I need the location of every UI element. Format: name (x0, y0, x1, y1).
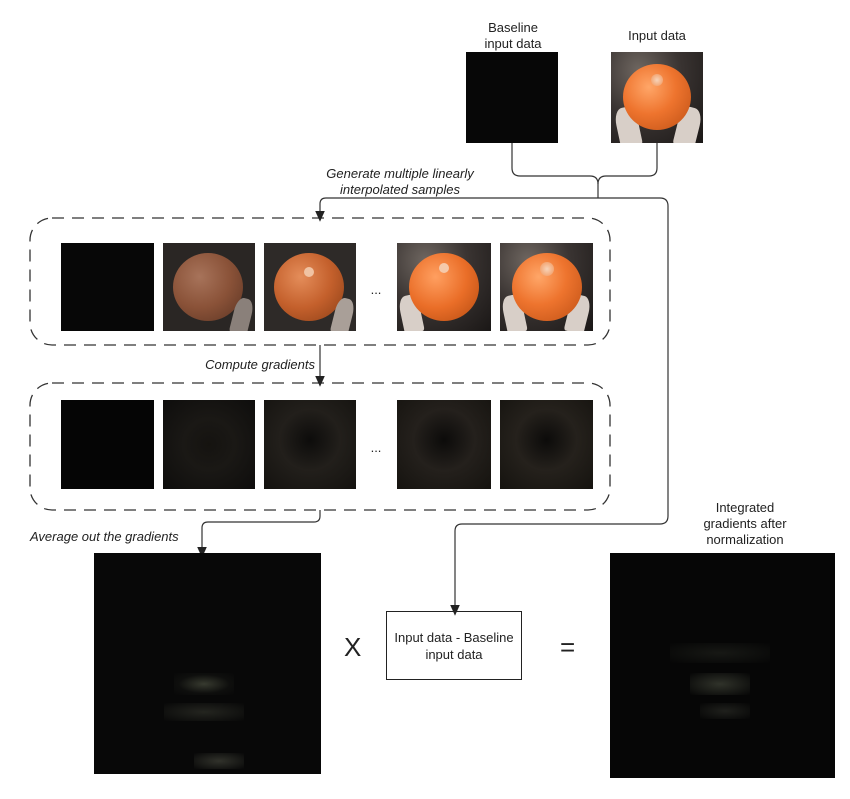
compute-label: Compute gradients (205, 357, 315, 372)
sample-image-1 (163, 243, 255, 331)
baseline-connector (511, 143, 599, 198)
averaged-gradient-map (94, 553, 321, 774)
input-connector (597, 143, 658, 185)
generate-label-line1: Generate multiple linearly (326, 166, 474, 181)
baseline-label-line1: Baseline (488, 20, 538, 35)
gradient-map-2 (264, 400, 356, 489)
sample-image-0 (61, 243, 154, 331)
integrated-label-line3: normalization (706, 532, 784, 547)
gradient-map-0 (61, 400, 154, 489)
baseline-label: Baseline input data (470, 20, 556, 52)
gradients-ellipsis: ... (370, 440, 382, 455)
sample-image-2 (264, 243, 356, 331)
multiply-symbol: X (344, 632, 362, 662)
average-arrow (197, 510, 321, 558)
input-image (611, 52, 703, 143)
gradient-map-3 (397, 400, 491, 489)
integrated-label-line1: Integrated (715, 500, 775, 515)
diff-long-connector (450, 197, 669, 616)
generate-arrow (315, 197, 598, 222)
difference-box: Input data - Baseline input data (386, 611, 522, 680)
gradient-map-4 (500, 400, 593, 489)
generate-label: Generate multiple linearly interpolated … (300, 166, 500, 198)
integrated-label: Integrated gradients after normalization (690, 500, 800, 548)
gradient-map-1 (163, 400, 255, 489)
sample-image-4 (500, 243, 593, 331)
difference-line2: input data (425, 646, 483, 662)
samples-ellipsis: ... (370, 282, 382, 297)
sample-image-3 (397, 243, 491, 331)
integrated-gradients-map (610, 553, 835, 778)
difference-line1: Input data - Baseline (394, 629, 514, 645)
input-label: Input data (628, 28, 686, 43)
baseline-label-line2: input data (484, 36, 542, 51)
generate-label-line2: interpolated samples (340, 182, 460, 197)
average-label: Average out the gradients (30, 529, 179, 544)
integrated-label-line2: gradients after (703, 516, 787, 531)
baseline-image (466, 52, 558, 143)
equals-symbol: = (560, 632, 576, 662)
